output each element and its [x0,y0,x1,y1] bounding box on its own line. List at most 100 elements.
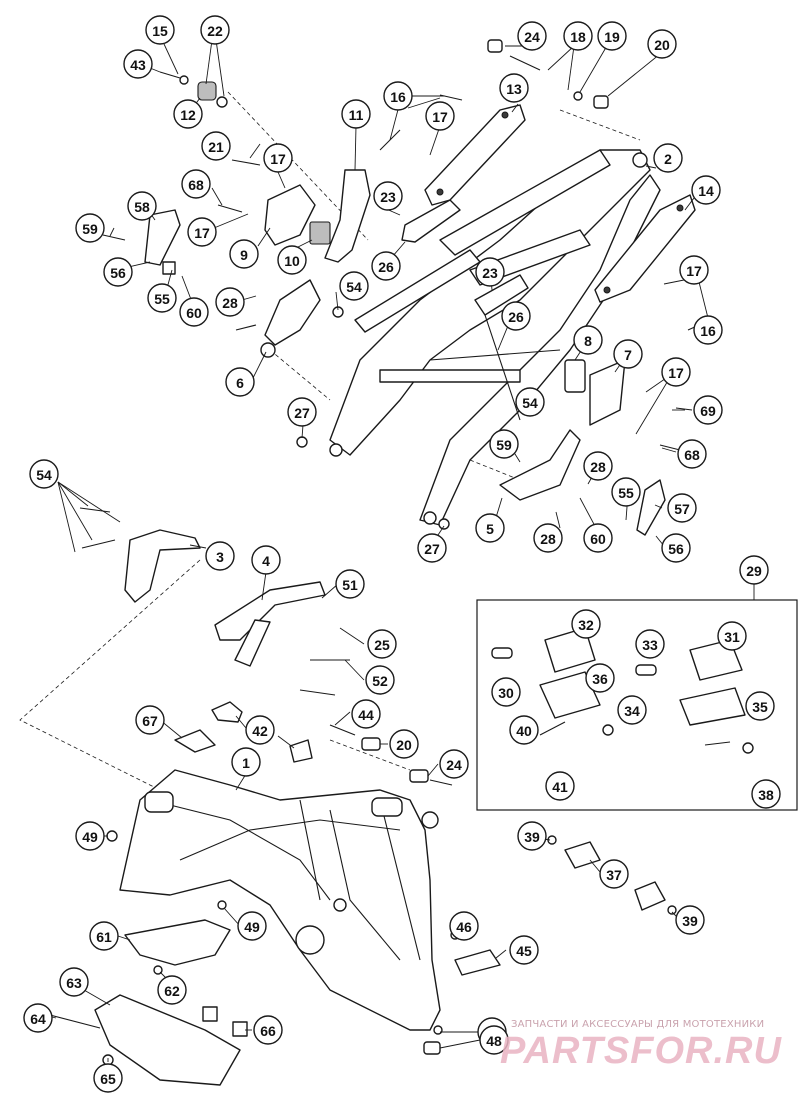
callout-circle [647,29,677,59]
callout-label: 17 [686,263,702,279]
callout-circle [515,387,545,417]
callout-label: 59 [82,221,98,237]
callout-11: 11 [341,99,371,129]
callout-label: 28 [222,295,238,311]
callout-label: 44 [358,707,374,723]
callout-56: 56 [661,533,691,563]
callout-63: 63 [59,967,89,997]
callout-19: 19 [597,21,627,51]
callout-circle [157,975,187,1005]
callout-label: 9 [240,247,248,263]
callout-12: 12 [173,99,203,129]
callout-49: 49 [75,821,105,851]
callout-44: 44 [351,699,381,729]
callout-label: 68 [684,447,700,463]
callout-label: 52 [372,673,388,689]
callout-21: 21 [201,131,231,161]
callout-label: 68 [188,177,204,193]
callout-35: 35 [745,691,775,721]
callout-label: 46 [456,919,472,935]
callout-label: 39 [524,829,540,845]
callout-label: 5 [486,521,494,537]
callout-48: 48 [479,1025,509,1055]
callout-circle [103,257,133,287]
callout-label: 41 [552,779,568,795]
callout-label: 10 [284,253,300,269]
callout-33: 33 [635,629,665,659]
callout-46: 46 [449,911,479,941]
callout-circle [365,665,395,695]
callout-circle [509,935,539,965]
callout-36: 36 [585,663,615,693]
callout-label: 17 [432,109,448,125]
callout-23: 23 [475,257,505,287]
callout-label: 33 [642,637,658,653]
callout-39: 39 [517,821,547,851]
callout-circle [583,523,613,553]
engine-hangers [79,507,350,696]
callout-label: 55 [154,291,170,307]
callout-37: 37 [599,859,629,889]
callout-circle [679,255,709,285]
upper-small-parts [102,39,707,536]
callout-circle [501,301,531,331]
callout-circle [425,101,455,131]
callout-30: 30 [491,677,521,707]
callout-6: 6 [225,367,255,397]
callout-label: 57 [674,501,690,517]
callout-label: 43 [130,57,146,73]
callout-label: 12 [180,107,196,123]
callout-54: 54 [29,459,59,489]
callout-label: 2 [664,151,672,167]
callout-circle [635,629,665,659]
callout-14: 14 [691,175,721,205]
callout-label: 62 [164,983,180,999]
callout-label: 49 [82,829,98,845]
callout-label: 24 [524,29,540,45]
callout-label: 20 [396,737,412,753]
footpeg-kit-box [476,599,798,811]
callout-label: 13 [506,81,522,97]
callout-circle [339,271,369,301]
callout-label: 67 [142,713,158,729]
callout-circle [181,169,211,199]
callout-circle [693,315,723,345]
callout-circle [229,239,259,269]
callout-circle [383,81,413,111]
callout-circle [691,175,721,205]
callout-61: 61 [89,921,119,951]
callout-label: 40 [516,723,532,739]
callout-label: 29 [746,563,762,579]
callout-label: 8 [584,333,592,349]
callout-label: 69 [700,403,716,419]
callout-59: 59 [75,213,105,243]
callout-label: 65 [100,1071,116,1087]
callout-label: 17 [194,225,210,241]
callout-4: 4 [251,545,281,575]
callout-label: 20 [654,37,670,53]
callout-circle [245,715,275,745]
callout-circle [533,523,563,553]
callout-18: 18 [563,21,593,51]
callout-label: 56 [668,541,684,557]
callout-17: 17 [187,217,217,247]
callout-32: 32 [571,609,601,639]
callout-circle [585,663,615,693]
callout-label: 23 [482,265,498,281]
callout-label: 3 [216,549,224,565]
callout-circle [583,451,613,481]
callout-label: 32 [578,617,594,633]
callout-5: 5 [475,513,505,543]
callout-49: 49 [237,911,267,941]
callout-58: 58 [127,191,157,221]
callout-label: 39 [682,913,698,929]
callout-8: 8 [573,325,603,355]
callout-label: 4 [262,553,270,569]
lower-parts [49,830,677,1086]
callout-28: 28 [533,523,563,553]
callout-27: 27 [417,533,447,563]
callout-circle [251,545,281,575]
callout-circle [517,821,547,851]
callout-circle [173,99,203,129]
